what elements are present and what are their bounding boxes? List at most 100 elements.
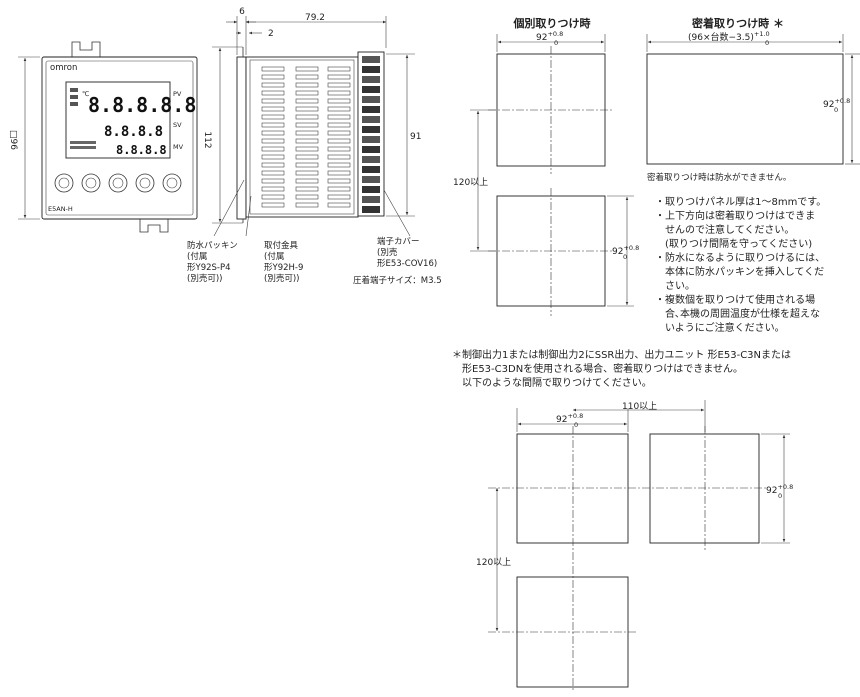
ssr-note-line: 以下のような間隔で取りつけてください。	[452, 377, 652, 389]
vent-slot	[327, 170, 351, 176]
dim-body-height: 91	[410, 132, 421, 142]
vent-slot	[295, 122, 319, 128]
terminal-screw	[362, 146, 380, 153]
bottom-v-spacing: 120以上	[476, 557, 511, 568]
vent-slot	[295, 178, 319, 184]
terminal-screw	[362, 166, 380, 173]
note-line: ・取りつけパネル厚は1～8mmです。	[655, 196, 826, 208]
terminal-screw	[362, 66, 380, 73]
cutout-adjacent: 密着取りつけ時 ＊ (96×台数−3.5)+1.0 0 92+0.8 0 密着取…	[646, 16, 860, 183]
vent-slot	[295, 162, 319, 168]
svg-text:形Y92S-P4: 形Y92S-P4	[187, 263, 231, 273]
adjacent-formula: (96×台数−3.5)+1.0	[688, 30, 770, 43]
vent-slot	[327, 186, 351, 192]
note-line: 合､本機の周囲温度が仕様を超えな	[655, 307, 820, 320]
vent-slot	[295, 74, 319, 80]
adjacent-height: 92+0.8	[823, 97, 850, 110]
svg-text:0: 0	[834, 106, 838, 114]
front-view: □96 omron ℃ 8.8.8.8.8 8.8.8.8 8.8.8.8 PV…	[8, 41, 198, 233]
terminal-block	[362, 56, 380, 213]
front-keys	[54, 173, 182, 193]
vent-slot	[261, 82, 285, 88]
vent-slot	[261, 186, 285, 192]
vent-slot	[261, 170, 285, 176]
vent-slot	[295, 90, 319, 96]
terminal-screw	[362, 206, 380, 213]
bracket-label: 取付金具 (付属 形Y92H-9 (別売可))	[264, 240, 303, 284]
vent-slot	[261, 202, 285, 208]
svg-text:0: 0	[765, 39, 769, 47]
terminal-screw	[362, 136, 380, 143]
note-line: ・上下方向は密着取りつけはできま	[655, 209, 815, 222]
brand-logo: omron	[50, 63, 77, 73]
adjacent-note: 密着取りつけ時は防水ができません。	[647, 172, 791, 183]
sv-label: SV	[173, 121, 182, 129]
vent-slot	[295, 130, 319, 136]
svg-text:(別売可)): (別売可))	[187, 273, 222, 284]
terminal-screw	[362, 196, 380, 203]
indicator-lamp	[70, 102, 78, 106]
side-view: 79.2 6 2 112 91 防水パッキン	[187, 7, 442, 286]
dim-depth: 79.2	[305, 13, 325, 23]
svg-text:防水パッキン: 防水パッキン	[187, 240, 238, 251]
unit-symbol: ℃	[82, 90, 89, 98]
vent-slot	[295, 114, 319, 120]
note-line: ・防水になるように取りつけるには、	[655, 251, 825, 264]
ssr-note-line: ＊制御出力1または制御出力2にSSR出力、出力ユニット 形E53-C3Nまたは	[452, 348, 791, 361]
svg-text:0: 0	[623, 253, 627, 261]
separate-title: 個別取りつけ時	[512, 16, 590, 30]
dim-gap: 2	[268, 29, 274, 39]
note-line: さい。	[655, 280, 695, 292]
note-line: せんので注意してください。	[655, 223, 794, 236]
terminal-screw	[362, 56, 380, 63]
indicator-lamp	[70, 88, 78, 92]
terminal-size: 圧着端子サイズ：M3.5	[353, 275, 442, 286]
terminal-screw	[362, 176, 380, 183]
bottom-h-spacing: 110以上	[622, 401, 657, 412]
vent-slot	[295, 194, 319, 200]
terminal-screw	[362, 96, 380, 103]
vent-slot	[261, 122, 285, 128]
svg-text:(別売可)): (別売可))	[264, 273, 299, 284]
svg-text:0: 0	[778, 492, 782, 500]
bottom-v-dim: 92+0.8	[766, 483, 793, 496]
pv-label: PV	[173, 90, 182, 98]
bottom-layout: 92+0.8 0 110以上 92+0.8 0 120以上	[476, 400, 793, 692]
vent-slot	[261, 106, 285, 112]
note-line: いようにご注意ください。	[655, 321, 785, 334]
terminal-screw	[362, 116, 380, 123]
vent-slot	[261, 74, 285, 80]
svg-text:(別売: (別売	[377, 247, 398, 258]
adjacent-hole	[646, 53, 844, 165]
vent-slot	[295, 202, 319, 208]
svg-text:0: 0	[554, 39, 558, 47]
vent-slot	[327, 138, 351, 144]
vent-slot	[327, 162, 351, 168]
vent-slot	[295, 98, 319, 104]
vent-slot	[327, 106, 351, 112]
ssr-note: ＊制御出力1または制御出力2にSSR出力、出力ユニット 形E53-C3Nまたは …	[452, 348, 791, 389]
vent-slot	[295, 138, 319, 144]
vent-slot	[295, 186, 319, 192]
svg-text:取付金具: 取付金具	[264, 240, 299, 251]
vent-slot	[327, 98, 351, 104]
terminal-screw	[362, 76, 380, 83]
vent-slot	[327, 146, 351, 152]
cover-label: 端子カバー (別売 形E53-COV16)	[377, 236, 437, 269]
vent-slot	[261, 130, 285, 136]
vent-slot	[261, 138, 285, 144]
separate-width: 92+0.8	[536, 30, 563, 43]
vent-slot	[327, 178, 351, 184]
bottom-width: 92+0.8	[556, 412, 583, 425]
vent-slot	[261, 154, 285, 160]
sv-display: 8.8.8.8	[104, 124, 163, 140]
svg-text:0: 0	[574, 421, 578, 429]
cutout-separate: 個別取りつけ時 92+0.8 0 120以上 92+0.8 0	[453, 16, 639, 316]
indicator-lamp	[70, 95, 78, 99]
note-line: 本体に防水パッキンを挿入してくだ	[655, 265, 824, 278]
svg-text:形Y92H-9: 形Y92H-9	[264, 263, 303, 273]
vent-slot	[295, 66, 319, 72]
vent-slot	[295, 82, 319, 88]
vent-slot	[327, 194, 351, 200]
